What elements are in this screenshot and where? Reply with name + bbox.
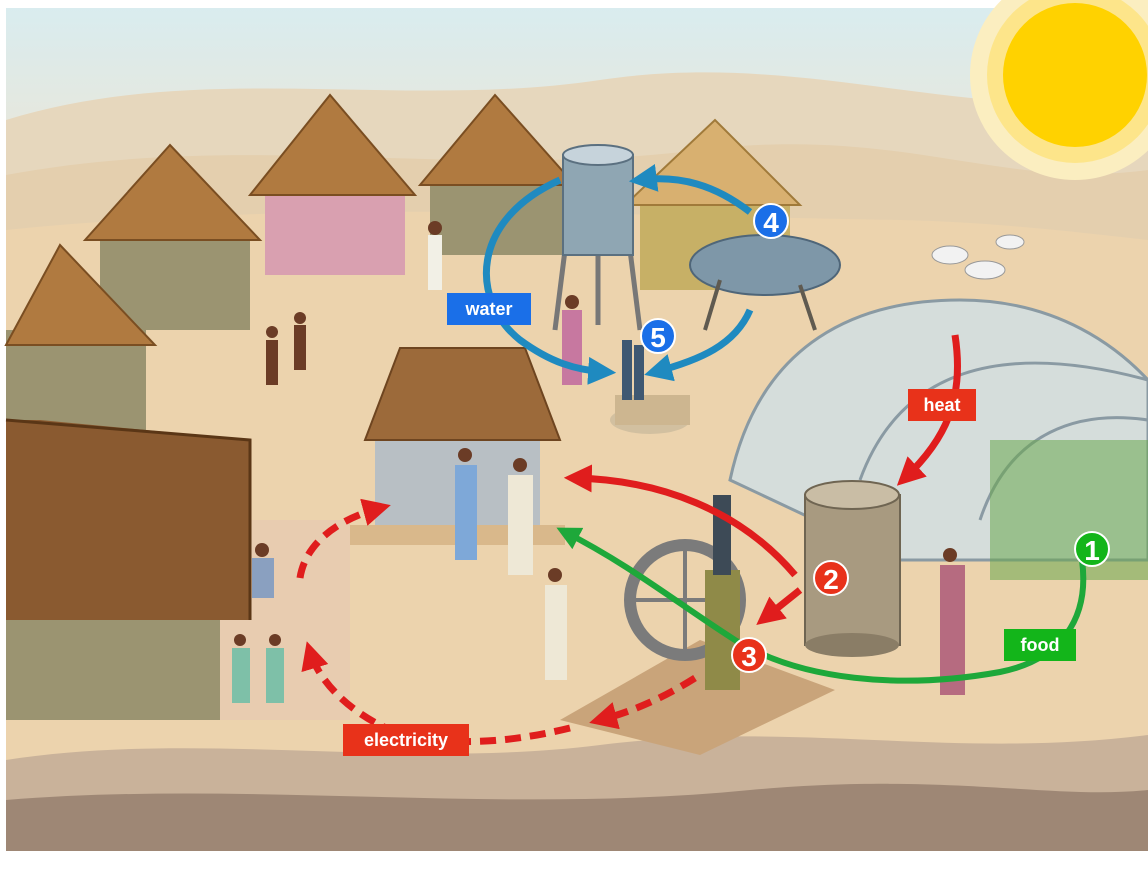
goat-icon — [931, 234, 1025, 280]
electricity-arrow-school-to-stall — [296, 498, 391, 579]
water-label: water — [447, 293, 531, 325]
water-tank-icon — [552, 144, 643, 331]
food-label: food — [1004, 629, 1076, 661]
electricity-arrow-engine-to-label — [589, 675, 697, 730]
rock-strata-dark — [6, 783, 1148, 851]
water-arrow-collector-to-tank — [628, 164, 753, 215]
school-house — [5, 418, 350, 720]
heat-arrow-tank-to-engine — [756, 587, 803, 625]
heat-label: heat — [908, 389, 976, 421]
heat-arrow-tank-to-stall — [563, 464, 798, 578]
electricity-label: electricity — [343, 724, 469, 756]
water-arrow-collector-to-pump — [644, 308, 754, 382]
step-marker-4: 4 — [753, 203, 789, 239]
step-marker-3: 3 — [731, 637, 767, 673]
step-marker-5: 5 — [640, 318, 676, 354]
villager-figure — [232, 221, 965, 703]
hut-icon — [247, 93, 418, 275]
hut-icon — [4, 243, 158, 430]
step-marker-1: 1 — [1074, 531, 1110, 567]
stirling-engine-icon — [560, 495, 835, 755]
hut-icon — [417, 93, 578, 255]
sun-icon — [970, 0, 1148, 180]
water-pump — [610, 340, 690, 434]
step-marker-2: 2 — [813, 560, 849, 596]
